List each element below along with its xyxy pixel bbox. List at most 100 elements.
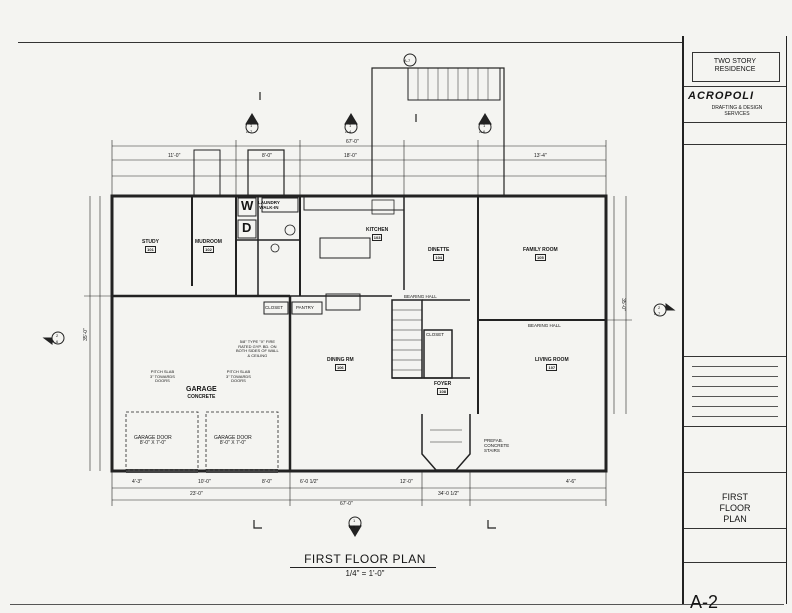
- break-marks: [253, 92, 496, 529]
- garage-door-left-text: GARAGE DOOR: [134, 435, 172, 441]
- room-laundry-name: LAUNDRY: [258, 200, 280, 205]
- firm-sub1: DRAFTING & DESIGN: [711, 105, 763, 111]
- dim-overall-bottom: 67'-0": [340, 501, 353, 507]
- room-mudroom-name: MUDROOM: [195, 239, 222, 245]
- stair: [391, 299, 423, 379]
- firewall-3: BOTH SIDES OF WALL: [236, 348, 279, 353]
- stairs-2: CONCRETE: [484, 443, 510, 448]
- tb-divider: [684, 472, 786, 473]
- garage-door-left-note: GARAGE DOOR 8'-0" X 7'-0": [134, 436, 172, 446]
- toilet: [284, 224, 296, 236]
- room-living-tag: 107: [546, 364, 558, 371]
- closet-2-label: CLOSET: [426, 332, 445, 337]
- deck-stair: [407, 67, 501, 101]
- callout-top-mid-num: 1: [349, 123, 352, 128]
- room-dinette-label: DINETTE 104: [428, 248, 449, 261]
- callout-top-mid-sheet: A-4: [345, 129, 352, 134]
- tb-divider: [684, 426, 786, 427]
- dim-top-a: 11'-0": [168, 153, 181, 159]
- plan-title: FIRST FLOOR PLAN: [304, 552, 426, 566]
- pitch-left-note: PITCH SLAB 3" TOWARDS DOORS: [150, 369, 175, 384]
- basin: [270, 243, 280, 253]
- revision-row: [692, 366, 778, 367]
- room-study-label: STUDY 101: [142, 240, 159, 253]
- tb-divider: [684, 122, 786, 123]
- plan-scale: 1/4" = 1'-0": [345, 569, 385, 578]
- dim-left-total: 23'-0": [190, 491, 203, 497]
- bearing-hall-2-label: BEARING HALL: [528, 323, 561, 328]
- room-dining-tag: 106: [334, 364, 346, 371]
- exterior-wall: [110, 194, 608, 473]
- firewall-4: & CEILING: [247, 352, 268, 358]
- callout-right-sheet: A-7: [654, 311, 661, 316]
- closet: [263, 301, 289, 315]
- sheet-title-line3: PLAN: [723, 514, 747, 524]
- garage-door-track: [205, 411, 279, 471]
- room-dinette-tag: 104: [433, 254, 445, 261]
- callout-top-left-num: 1: [250, 123, 253, 128]
- revision-row: [692, 386, 778, 387]
- tb-divider: [684, 356, 786, 357]
- room-garage-floor: CONCRETE: [187, 394, 216, 400]
- room-living-label: LIVING ROOM 107: [535, 358, 569, 371]
- dim-seg-1: 4'-3": [132, 479, 142, 485]
- washer-label: W: [241, 198, 254, 213]
- room-kitchen-label: KITCHEN 103: [366, 228, 388, 241]
- side-stoop: [193, 149, 221, 197]
- stairs-note: PREFAB. CONCRETE STAIRS: [484, 438, 509, 453]
- room-kitchen-name: KITCHEN: [366, 227, 389, 233]
- revision-row: [692, 406, 778, 407]
- washer: [237, 197, 257, 217]
- room-study-tag: 101: [145, 246, 156, 253]
- firewall-2: RATED GYP. BD. ON: [238, 343, 277, 349]
- stairs-1: PREFAB.: [484, 438, 504, 443]
- pitch-left-3: DOORS: [155, 378, 170, 383]
- pitch-right-note: PITCH SLAB 3" TOWARDS DOORS: [226, 369, 251, 384]
- room-family-tag: 105: [535, 254, 546, 261]
- firm-sub2: SERVICES: [724, 111, 750, 117]
- closet-1-label: CLOSET: [265, 305, 284, 310]
- dryer-label: D: [242, 220, 252, 235]
- plan-title-underline: [290, 567, 436, 568]
- cabinet: [325, 293, 361, 311]
- room-dining-name: DINING RM: [327, 357, 354, 363]
- tb-divider: [684, 86, 786, 87]
- dim-seg-3: 8'-0": [262, 479, 272, 485]
- room-dining-label: DINING RM 106: [327, 358, 354, 371]
- sheet-bottom-border: [10, 604, 784, 605]
- callout-top-right-sheet: A-6: [479, 129, 486, 134]
- dim-seg-4: 6'-0 1/2": [300, 479, 319, 485]
- room-dinette-name: DINETTE: [428, 247, 450, 253]
- callout-top-right-num: 1: [483, 123, 486, 128]
- room-garage-name: GARAGE: [186, 386, 217, 393]
- callout-deck: A-7: [404, 58, 411, 63]
- room-study-name: STUDY: [142, 239, 159, 245]
- room-family-label: FAMILY ROOM 105: [523, 248, 558, 261]
- dim-seg-6: 4'-6": [566, 479, 576, 485]
- pantry-label: PANTRY: [296, 305, 314, 310]
- room-garage-label: GARAGE CONCRETE: [186, 386, 217, 401]
- dim-top-c: 18'-0": [344, 153, 357, 159]
- tb-divider: [684, 562, 786, 563]
- firewall-note: 5/8" TYPE "X" FIRE RATED GYP. BD. ON BOT…: [236, 339, 279, 358]
- dim-overall-top: 67'-0": [346, 139, 359, 145]
- dim-side-total: 35'-0": [82, 328, 89, 341]
- tb-divider: [684, 528, 786, 529]
- kitchen-counter: [303, 195, 405, 211]
- pitch-left-1: PITCH SLAB: [150, 369, 175, 374]
- dim-right-total: 34'-0 1/2": [438, 491, 460, 497]
- sheet-title-line1: FIRST: [722, 492, 748, 502]
- room-foyer-tag: 108: [437, 388, 448, 395]
- sheet-title: FIRST FLOOR PLAN: [684, 492, 786, 525]
- sheet-top-border: [18, 42, 682, 43]
- dim-seg-2: 10'-0": [198, 479, 211, 485]
- closet-wall: [423, 329, 453, 379]
- stairs-3: STAIRS: [484, 448, 500, 453]
- room-kitchen-tag: 103: [371, 234, 383, 241]
- callout-right-num: 2: [658, 305, 661, 310]
- pitch-right-1: PITCH SLAB: [226, 369, 251, 374]
- kitchen-island: [319, 237, 371, 259]
- pitch-left-2: 3" TOWARDS: [150, 373, 175, 379]
- pantry: [291, 301, 323, 315]
- laundry-counter: [261, 197, 299, 213]
